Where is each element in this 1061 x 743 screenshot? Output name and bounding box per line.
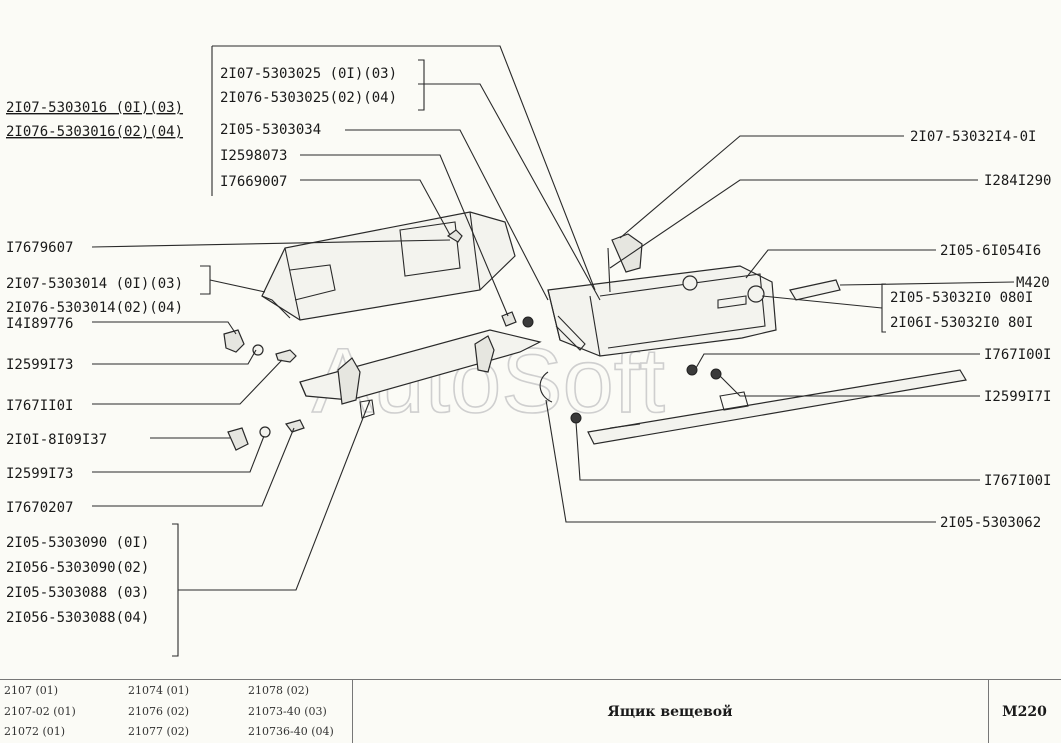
glove-box-lid <box>547 265 777 357</box>
model-list: 2107 (01) 21074 (01) 21078 (02) 2107-02 … <box>0 680 353 743</box>
part-label: 2I05-5303090 (0I) <box>6 535 149 551</box>
leader-lines <box>91 45 1015 657</box>
part-label: M420 <box>1016 275 1050 291</box>
model-code: 21078 (02) <box>248 684 310 697</box>
glove-box-hinge-bar <box>299 329 542 419</box>
glove-box-tray-left <box>261 211 516 321</box>
model-code: 21073-40 (03) <box>248 705 327 718</box>
part-label: 2I07-5303016 (0I)(03) <box>6 100 183 116</box>
model-code: 210736-40 (04) <box>248 725 334 738</box>
lamp-unit <box>747 279 841 303</box>
hinge-bracket-top <box>607 233 643 293</box>
part-label: I7669007 <box>220 174 287 190</box>
part-label: I2599I7I <box>984 389 1051 405</box>
part-label: 2I076-5303016(02)(04) <box>6 124 183 140</box>
model-code: 2107 (01) <box>4 684 59 697</box>
part-label: 2I06I-53032I0 80I <box>890 315 1033 331</box>
part-label: 2I0I-8I09I37 <box>6 432 107 448</box>
page-code: M220 <box>1002 703 1047 720</box>
part-label: 2I05-5303088 (03) <box>6 585 149 601</box>
part-label: 2I056-5303088(04) <box>6 610 149 626</box>
part-labels: 2I07-5303025 (0I)(03) 2I076-5303025(02)(… <box>6 66 1051 626</box>
page-title: Ящик вещевой <box>352 680 989 743</box>
part-label: 2I05-5303062 <box>940 515 1041 531</box>
part-label: I767I00I <box>984 473 1051 489</box>
part-label: I767II0I <box>6 398 73 414</box>
part-label: 2I05-5303034 <box>220 122 321 138</box>
part-label: 2I076-5303014(02)(04) <box>6 300 183 316</box>
part-label: 2I07-5303025 (0I)(03) <box>220 66 397 82</box>
part-label: 2I056-5303090(02) <box>6 560 149 576</box>
part-label: 2I07-53032I4-0I <box>910 129 1036 145</box>
model-code: 21077 (02) <box>128 725 190 738</box>
model-code: 21074 (01) <box>128 684 190 697</box>
part-label: I2598073 <box>220 148 287 164</box>
part-label: 2I05-53032I0 080I <box>890 290 1033 306</box>
title-block: 2107 (01) 21074 (01) 21078 (02) 2107-02 … <box>0 679 1061 743</box>
part-label: I2599I73 <box>6 357 73 373</box>
part-label: I4I89776 <box>6 316 73 332</box>
part-label: 2I05-6I054I6 <box>940 243 1041 259</box>
part-label: I2599I73 <box>6 466 73 482</box>
part-label: 2I076-5303025(02)(04) <box>220 90 397 106</box>
fasteners-left <box>223 229 534 451</box>
part-label: I284I290 <box>984 173 1051 189</box>
part-label: I767I00I <box>984 347 1051 363</box>
model-code: 21072 (01) <box>4 725 66 738</box>
latch-bar <box>539 364 967 445</box>
part-label: 2I07-5303014 (0I)(03) <box>6 276 183 292</box>
model-code: 21076 (02) <box>128 705 190 718</box>
model-code: 2107-02 (01) <box>4 705 76 718</box>
part-label: I7670207 <box>6 500 73 516</box>
part-label: I7679607 <box>6 240 73 256</box>
